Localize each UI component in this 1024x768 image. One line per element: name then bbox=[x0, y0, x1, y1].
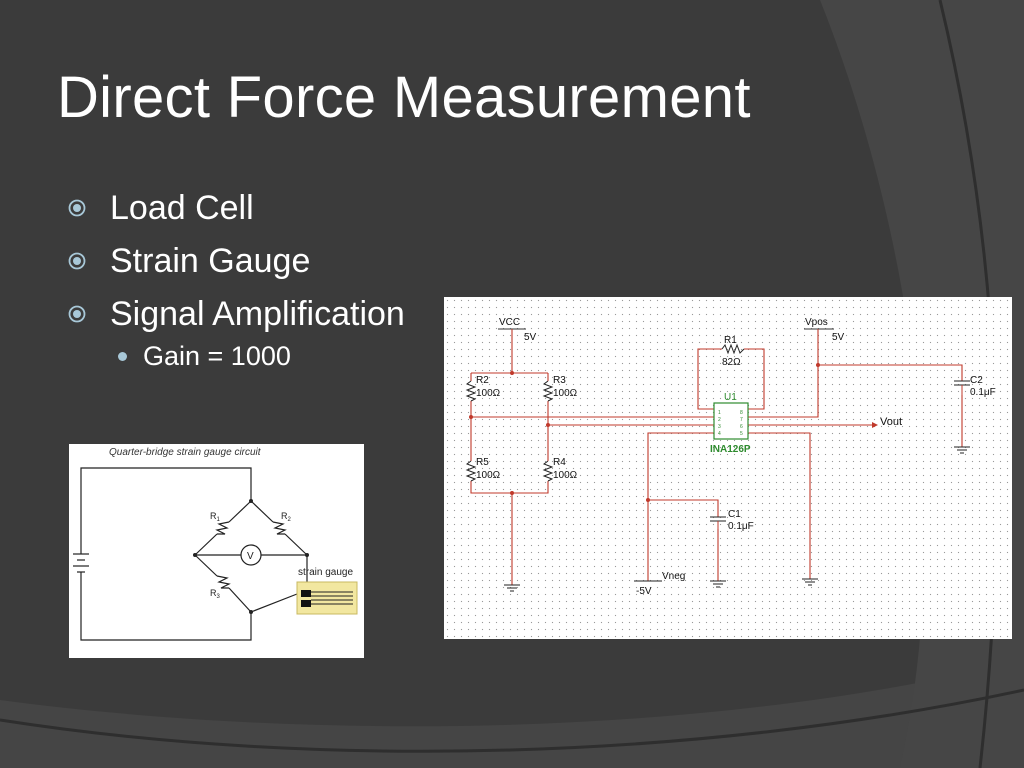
r2-label: R2 bbox=[476, 375, 489, 386]
bridge-circuit-figure: Quarter-bridge strain gauge circuit bbox=[69, 444, 364, 658]
bullet-item: Load Cell bbox=[68, 186, 405, 239]
r1-label: R1 bbox=[724, 335, 737, 346]
vpos-label: Vpos bbox=[805, 317, 828, 328]
r3-label: R3 bbox=[210, 588, 221, 600]
c2-value: 0.1μF bbox=[970, 387, 996, 398]
bridge-caption: Quarter-bridge strain gauge circuit bbox=[109, 447, 262, 458]
schematic-diagram: 1 2 3 4 8 7 6 5 VCC 5V Vpos 5V R1 82Ω R2… bbox=[465, 317, 996, 597]
svg-text:8: 8 bbox=[740, 410, 743, 416]
circle-bullet-icon bbox=[68, 252, 86, 270]
r4-label: R4 bbox=[553, 457, 566, 468]
vcc-label: VCC bbox=[499, 317, 520, 328]
svg-text:4: 4 bbox=[718, 431, 721, 437]
r2-value: 100Ω bbox=[476, 388, 501, 399]
bullet-label: Signal Amplification bbox=[110, 295, 405, 333]
svg-text:2: 2 bbox=[718, 417, 721, 423]
c1-label: C1 bbox=[728, 509, 741, 520]
vpos-value: 5V bbox=[832, 332, 845, 343]
amplifier-schematic: 1 2 3 4 8 7 6 5 VCC 5V Vpos 5V R1 82Ω R2… bbox=[444, 297, 1012, 639]
r5-value: 100Ω bbox=[476, 470, 501, 481]
svg-text:7: 7 bbox=[740, 417, 743, 423]
svg-text:1: 1 bbox=[718, 410, 721, 416]
r1-value: 82Ω bbox=[722, 357, 741, 368]
bullet-list: Load Cell Strain Gauge Signal Amplificat… bbox=[68, 186, 405, 373]
dot-bullet-icon bbox=[118, 352, 127, 361]
circle-bullet-icon bbox=[68, 305, 86, 323]
sub-bullet-item: Gain = 1000 bbox=[68, 339, 405, 373]
svg-text:3: 3 bbox=[718, 424, 721, 430]
vneg-label: Vneg bbox=[662, 571, 685, 582]
bridge-circuit-diagram: Quarter-bridge strain gauge circuit bbox=[73, 447, 358, 641]
strain-gauge-icon bbox=[296, 581, 358, 615]
bullet-label: Strain Gauge bbox=[110, 242, 311, 280]
sub-bullet-label: Gain = 1000 bbox=[143, 341, 291, 371]
u1-label: U1 bbox=[724, 392, 737, 403]
r4-value: 100Ω bbox=[553, 470, 578, 481]
r3-value: 100Ω bbox=[553, 388, 578, 399]
bullet-item: Strain Gauge bbox=[68, 239, 405, 292]
svg-text:6: 6 bbox=[740, 424, 743, 430]
slide-title: Direct Force Measurement bbox=[57, 65, 751, 130]
r3-label: R3 bbox=[553, 375, 566, 386]
svg-text:5: 5 bbox=[740, 431, 743, 437]
vcc-value: 5V bbox=[524, 332, 537, 343]
c2-label: C2 bbox=[970, 375, 983, 386]
ina126p-chip: 1 2 3 4 8 7 6 5 bbox=[713, 402, 749, 440]
r1-label: R1 bbox=[210, 511, 221, 523]
vneg-value: -5V bbox=[636, 586, 652, 597]
voltmeter-label: V bbox=[247, 551, 254, 562]
circle-bullet-icon bbox=[68, 199, 86, 217]
vout-label: Vout bbox=[880, 416, 902, 428]
bullet-label: Load Cell bbox=[110, 189, 254, 227]
bullet-item: Signal Amplification bbox=[68, 292, 405, 345]
r5-label: R5 bbox=[476, 457, 489, 468]
u1-part: INA126P bbox=[710, 444, 751, 455]
r2-label: R2 bbox=[281, 511, 292, 523]
gauge-label: strain gauge bbox=[298, 567, 353, 578]
c1-value: 0.1μF bbox=[728, 521, 754, 532]
